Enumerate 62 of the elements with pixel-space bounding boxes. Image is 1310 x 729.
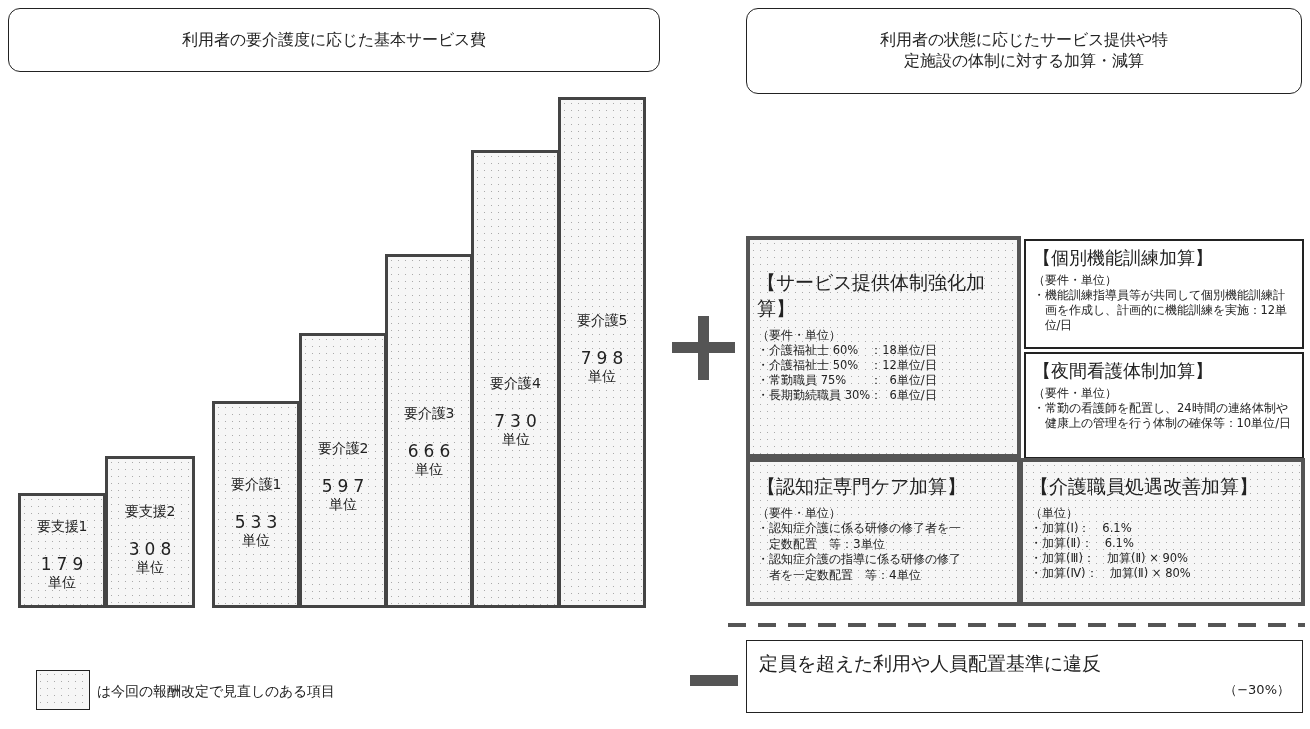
requirement-item: ・加算(Ⅲ)： 加算(Ⅱ) × 90% [1030, 550, 1190, 566]
unit-label: 単位 [415, 461, 443, 479]
unit-count: 730 [494, 411, 542, 431]
heading-text: 利用者の要介護度に応じた基本サービス費 [182, 29, 486, 51]
subheading: （要件・単位） [1033, 273, 1118, 288]
unit-count: 666 [407, 441, 456, 461]
unit-count: 308 [128, 539, 177, 559]
unit-label: 単位 [329, 496, 357, 514]
requirement-item: ・加算(Ⅰ)： 6.1% [1030, 520, 1133, 536]
level-bar [558, 97, 646, 608]
requirement-item: ・常勤の看護師を配置し、24時間の連絡体制や健康上の管理を行う体制の確保等：10単位/日 [1033, 400, 1292, 431]
unit-count: 597 [321, 476, 370, 496]
requirement-item: ・常勤職員 75% ： 6単位/日 [757, 372, 938, 388]
subheading: （要件・単位） [757, 506, 842, 521]
requirement-item: ・長期勤続職員 30%： 6単位/日 [757, 387, 938, 403]
addition-box [1024, 239, 1304, 349]
level-bar [471, 150, 560, 608]
unit-label: 単位 [242, 532, 270, 550]
requirement-item: ・機能訓練指導員等が共同して個別機能訓練計画を作成し、計画的に機能訓練を実施：12単位/日 [1033, 287, 1289, 333]
unit-label: 単位 [136, 559, 164, 577]
level-name: 要支援2 [124, 503, 176, 521]
level-bar [18, 493, 106, 608]
level-bar [105, 456, 195, 608]
box-title: 【介護職員処遇改善加算】 [1030, 474, 1259, 499]
level-name: 要介護2 [317, 440, 369, 458]
box-title: 【サービス提供体制強化加算】 [757, 270, 986, 321]
level-name: 要介護5 [576, 312, 628, 330]
level-name: 要介護1 [230, 476, 282, 494]
requirement-item: ・加算(Ⅱ)： 6.1% [1030, 535, 1135, 551]
addition-box [746, 236, 1021, 458]
deduction-box [746, 640, 1303, 713]
unit-label: 単位 [501, 431, 530, 449]
requirement-item: ・加算(Ⅳ)： 加算(Ⅱ) × 80% [1030, 565, 1192, 581]
percentage-text: （−30%） [1223, 681, 1290, 699]
requirement-item: ・認知症介護に係る研修の修了者を一定数配置 等：3単位 [757, 520, 962, 553]
legend-text: は今回の報酬改定で見直しのある項目 [97, 683, 335, 701]
addition-box [746, 458, 1021, 606]
subheading: （単位） [1030, 506, 1079, 521]
heading-box [8, 8, 660, 72]
box-title: 【夜間看護体制加算】 [1033, 359, 1214, 383]
subheading: （要件・単位） [1033, 386, 1118, 401]
heading-box [746, 8, 1302, 94]
level-bar [299, 333, 387, 608]
level-bar [385, 254, 473, 608]
requirement-item: ・認知症介護の指導に係る研修の修了者を一定数配置 等：4単位 [757, 552, 962, 584]
requirement-item: ・介護福祉士 60% ：18単位/日 [757, 342, 938, 358]
level-name: 要介護3 [403, 405, 455, 423]
box-title: 【個別機能訓練加算】 [1033, 246, 1214, 270]
level-name: 要介護4 [490, 375, 541, 393]
unit-label: 単位 [48, 574, 76, 592]
deduction-text: 定員を超えた利用や人員配置基準に違反 [759, 651, 1102, 676]
box-title: 【認知症専門ケア加算】 [757, 474, 967, 499]
unit-count: 798 [580, 348, 629, 368]
level-bar [212, 401, 300, 608]
unit-count: 533 [234, 512, 283, 532]
addition-box [1019, 458, 1305, 606]
subheading: （要件・単位） [757, 328, 842, 343]
level-name: 要支援1 [36, 518, 88, 536]
heading-text: 利用者の状態に応じたサービス提供や特定施設の体制に対する加算・減算 [879, 30, 1169, 72]
requirement-item: ・介護福祉士 50% ：12単位/日 [757, 357, 938, 373]
unit-label: 単位 [588, 368, 616, 386]
unit-count: 179 [40, 554, 89, 574]
